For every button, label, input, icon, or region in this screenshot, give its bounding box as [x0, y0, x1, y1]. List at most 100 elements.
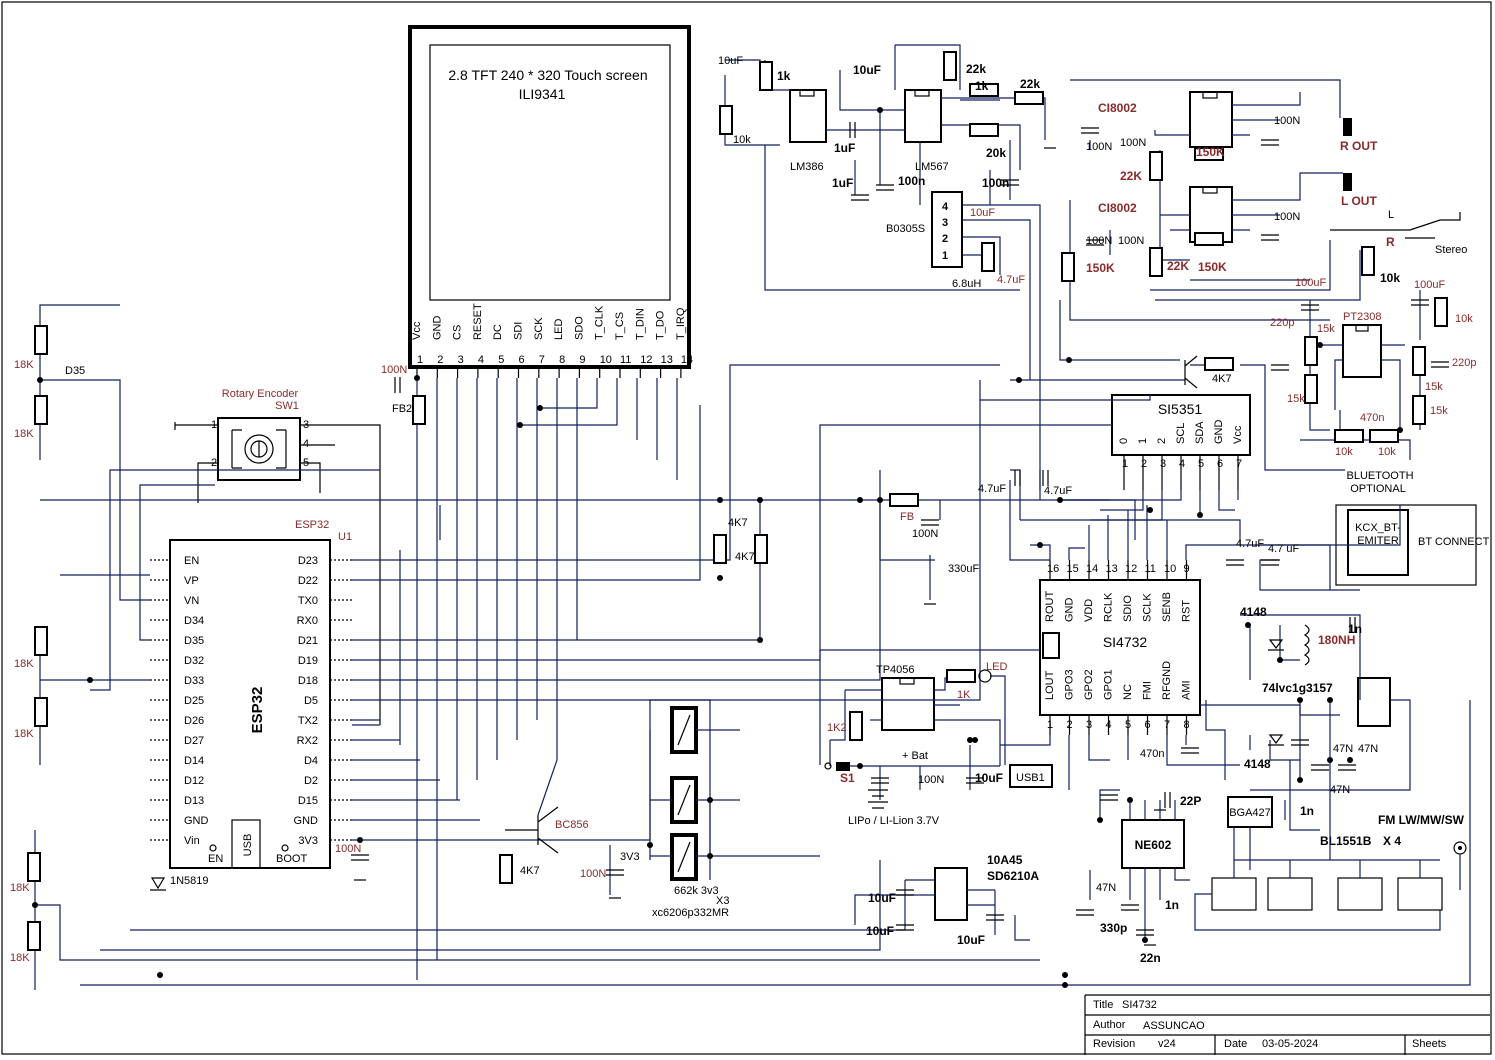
component-value-c10uF-f: 10uF — [866, 924, 894, 938]
bc856-label: BC856 — [555, 819, 589, 831]
tft-pin-number: 6 — [519, 354, 525, 366]
component-value-c1n-a: 1n — [1348, 622, 1362, 636]
si4732-top-pin: SDIO — [1122, 595, 1134, 622]
x4-label: X 4 — [1383, 834, 1401, 848]
esp32-left-pin: D27 — [184, 735, 204, 747]
tft-pin-label: GND — [431, 316, 443, 341]
component-value-c100N-11: 100N — [580, 868, 606, 880]
si5351-pin-label: GND — [1213, 420, 1225, 445]
component-value-r18K-1: 18K — [14, 359, 34, 371]
component-value-c100N-2: 100N — [1120, 137, 1146, 149]
component-value-c100N-5: 100N — [1118, 235, 1144, 247]
sd-label1: 10A45 — [987, 853, 1023, 867]
b0305s-module: 4 3 2 1 B0305S — [886, 191, 963, 268]
component-value-c10uf-a: 10uF — [718, 55, 743, 67]
tft-pin-label: RESET — [472, 303, 484, 340]
title-block: Title SI4732 Author ASSUNCAO Revision v2… — [1084, 994, 1490, 1055]
title-label: Title — [1093, 999, 1113, 1011]
svg-text:2: 2 — [942, 233, 948, 245]
lm567-label: LM567 — [915, 161, 949, 173]
kcx-label1: KCX_BT- — [1355, 522, 1401, 534]
component-value-r150K-3: 150K — [1198, 260, 1227, 274]
bluetooth-label2: OPTIONAL — [1350, 483, 1406, 495]
date-label: Date — [1224, 1038, 1247, 1050]
author-value: ASSUNCAO — [1143, 1020, 1205, 1032]
esp32-right-pin: GND — [294, 815, 319, 827]
component-value-l68: 6.8uH — [952, 278, 981, 290]
si4732-bottom-pin: GPO3 — [1064, 669, 1076, 700]
component-value-c1n-b: 1n — [1300, 804, 1314, 818]
sheets-label: Sheets — [1412, 1038, 1447, 1050]
tft-pin-number: 3 — [458, 354, 464, 366]
component-value-c47N-d: 47N — [1096, 882, 1116, 894]
component-value-r18K-3: 18K — [14, 658, 34, 670]
component-value-c100N-4: 100N — [1086, 235, 1112, 247]
lipo-label: LIPo / LI-Lion 3.7V — [848, 815, 940, 827]
component-value-d4148a: 4148 — [1240, 605, 1267, 619]
si5351-pin-number: 5 — [1198, 458, 1204, 470]
si5351-pin-number: 2 — [1141, 458, 1147, 470]
bga427-label: BGA427 — [1229, 807, 1271, 819]
component-value-c330p: 330p — [1100, 921, 1127, 935]
si4732-top-num: 12 — [1125, 563, 1137, 575]
component-value-r1k-a: 1k — [777, 69, 791, 83]
bl1551b-label: BL1551B — [1320, 834, 1372, 848]
tft-pin-label: SDO — [573, 316, 585, 340]
component-value-c100n-a: 100n — [898, 174, 925, 188]
si5351-pin-number: 1 — [1122, 458, 1128, 470]
component-value-c47N-a: 47N — [1333, 743, 1353, 755]
revision-label: Revision — [1093, 1038, 1135, 1050]
sd-label2: SD6210A — [987, 869, 1039, 883]
tft-pin-label: SDI — [513, 322, 525, 340]
si4732-top-pin: ROUT — [1044, 591, 1056, 622]
svg-text:3: 3 — [942, 217, 948, 229]
bt-connect-label: BT CONNECT — [1418, 536, 1490, 548]
si5351-pin-number: 7 — [1236, 458, 1242, 470]
si4732-top-pin: VDD — [1083, 599, 1095, 622]
si5351-pin-number: 4 — [1179, 458, 1185, 470]
bga427-chip: BGA427 — [1227, 796, 1273, 828]
stereo-l: L — [1388, 209, 1394, 221]
stereo-r: R — [1386, 235, 1395, 249]
esp32-left-pin: GND — [184, 815, 209, 827]
component-value-c10uF-g: 10uF — [957, 933, 985, 947]
esp32-left-pin: VP — [184, 575, 199, 587]
component-value-r4K7-d: 4K7 — [520, 865, 540, 877]
component-value-r15k-a: 15k — [1317, 323, 1335, 335]
si5351-pin-label: Vcc — [1232, 425, 1244, 444]
component-value-r4K7-a: 4K7 — [1212, 373, 1232, 385]
tft-pin-number: 5 — [498, 354, 504, 366]
component-value-r22k-a: 22k — [966, 62, 986, 76]
tft-pin-label: LED — [553, 319, 565, 340]
component-value-r18K-2: 18K — [14, 428, 34, 440]
tft-pin-number: 1 — [417, 354, 423, 366]
lm386-label: LM386 — [790, 161, 824, 173]
ci8002-bottom-label: CI8002 — [1098, 201, 1137, 215]
ne602-label: NE602 — [1135, 838, 1172, 852]
si4732-bottom-pin: RFGND — [1161, 661, 1173, 700]
xc-label1: 662k 3v3 — [674, 885, 719, 897]
ci8002-top-label: CI8002 — [1098, 101, 1137, 115]
esp32-right-pin: TX2 — [298, 715, 318, 727]
tft-pin-label: T_DIN — [634, 308, 646, 340]
component-value-c47uF-e: 4.7 uF — [1268, 543, 1299, 555]
component-value-r1K2: 1K2 — [827, 722, 847, 734]
si4732-bottom-pin: GPO1 — [1103, 669, 1115, 700]
led-label: LED — [986, 661, 1007, 673]
component-value-d35: D35 — [65, 365, 85, 377]
component-value-c330uF: 330uF — [948, 563, 979, 575]
esp32-right-pin: D2 — [304, 775, 318, 787]
si4732-top-pin: SCLK — [1142, 593, 1154, 622]
si4732-top-num: 11 — [1145, 563, 1156, 575]
tft-pin-number: 9 — [579, 354, 585, 366]
led-indicator: LED — [978, 661, 1007, 683]
esp32-left-pin: VN — [184, 595, 199, 607]
l-out-label: L OUT — [1341, 194, 1377, 208]
encoder-label: Rotary Encoder — [222, 388, 299, 400]
lvc-chip: 74lvc1g3157 — [1262, 677, 1391, 727]
component-value-r10k-a: 10k — [733, 134, 751, 146]
xc-label2: X3 — [716, 895, 729, 907]
s1-switch: S1 — [824, 762, 855, 785]
